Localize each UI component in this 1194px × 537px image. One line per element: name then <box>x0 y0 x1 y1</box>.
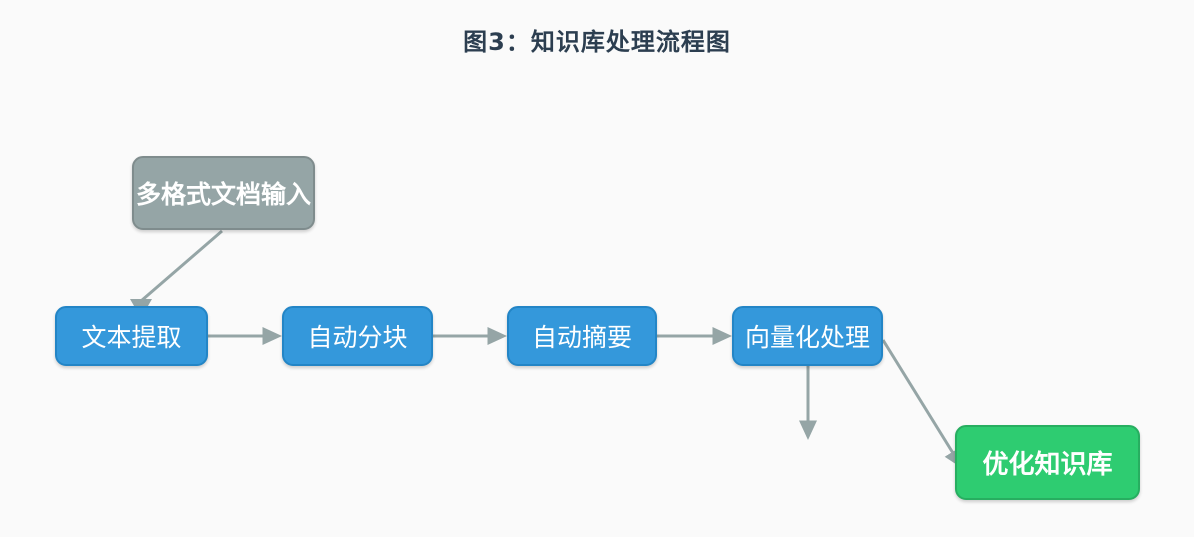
node-multi-format-input: 多格式文档输入 <box>132 156 315 230</box>
node-auto-summary: 自动摘要 <box>507 306 657 366</box>
node-auto-chunking: 自动分块 <box>282 306 433 366</box>
edge-vectorize-to-kb <box>881 339 963 469</box>
node-text-extraction: 文本提取 <box>55 306 208 366</box>
edge-input-to-extract <box>140 229 223 303</box>
node-vectorization: 向量化处理 <box>732 306 883 366</box>
diagram-title: 图3：知识库处理流程图 <box>463 28 731 56</box>
node-optimized-knowledge-base: 优化知识库 <box>955 425 1140 500</box>
